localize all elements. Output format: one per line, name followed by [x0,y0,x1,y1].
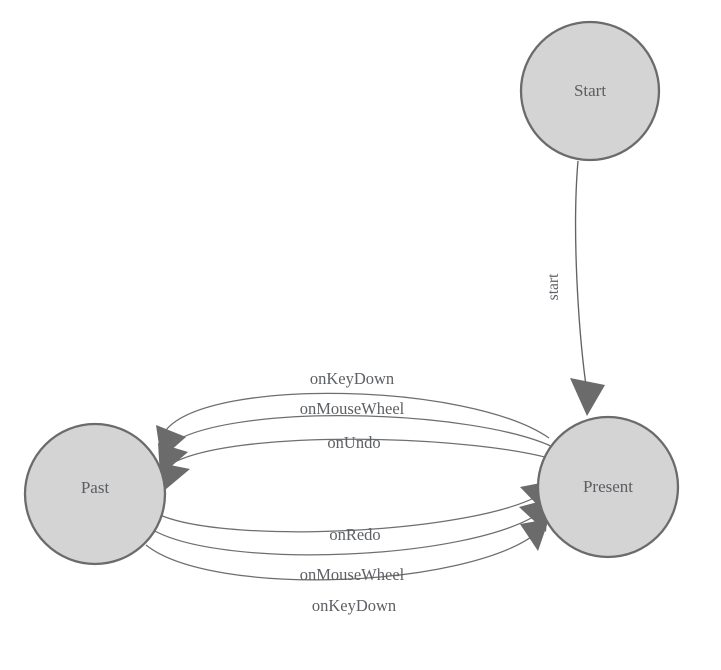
edge-past-present-1-path [159,492,544,533]
node-past-circle [23,422,167,566]
edge-start-path [574,160,588,394]
edge-label-present-past-onkeydown: onKeyDown [310,369,394,388]
node-start-label: Start [574,81,606,100]
edge-present-past-1-path [165,392,550,439]
edge-past-to-present-onkeydown[interactable] [145,519,549,581]
node-start-circle [519,20,661,162]
node-start[interactable]: Start [519,20,661,162]
edge-label-present-past-onundo: onUndo [327,433,380,452]
edge-start-to-present[interactable] [570,160,605,416]
edge-label-past-present-onkeydown: onKeyDown [312,596,396,615]
node-present[interactable]: Present [536,415,680,559]
edge-present-past-2-path [166,415,558,450]
edge-label-past-present-onredo: onRedo [329,525,380,544]
node-present-circle [536,415,680,559]
edge-past-present-3-arrowhead [520,519,549,551]
node-past[interactable]: Past [23,422,167,566]
edge-label-start: start [545,273,562,300]
edge-past-present-3-path [145,531,539,581]
node-present-label: Present [583,477,633,496]
node-past-label: Past [81,478,110,497]
edge-start-arrowhead [570,378,605,416]
edge-past-present-2-path [152,511,542,556]
edge-label-past-present-onmousewheel: onMouseWheel [300,565,405,584]
edge-present-to-past-onundo[interactable] [159,438,563,495]
edge-present-past-3-arrowhead [159,463,190,495]
edge-present-past-3-path [167,438,563,467]
edge-label-present-past-onmousewheel: onMouseWheel [300,399,405,418]
